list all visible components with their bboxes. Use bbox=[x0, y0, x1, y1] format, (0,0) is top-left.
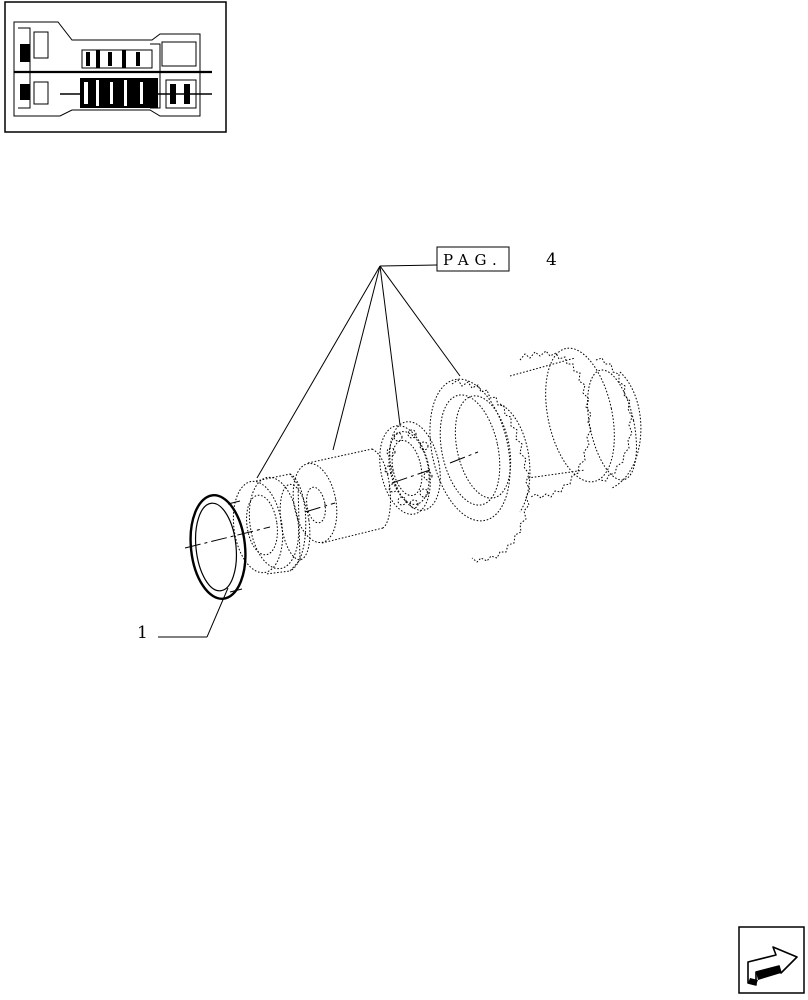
taper-roller-bearing bbox=[232, 473, 311, 575]
center-axis bbox=[184, 451, 479, 549]
transmission-cutaway-thumbnail-icon bbox=[4, 1, 227, 133]
page-reference-number: 4 bbox=[546, 250, 557, 270]
spacer-sleeve bbox=[292, 448, 392, 544]
callout-1-number: 1 bbox=[137, 623, 148, 643]
cluster-gear-rear bbox=[509, 347, 642, 499]
callout-1[interactable]: 1 bbox=[137, 587, 229, 643]
part-1-ring[interactable] bbox=[186, 492, 251, 601]
page-reference-label: PAG. bbox=[443, 251, 503, 269]
ball-bearing bbox=[379, 421, 441, 515]
reference-leader-lines bbox=[256, 264, 461, 479]
next-page-arrow-icon[interactable] bbox=[738, 926, 805, 994]
page-reference[interactable]: PAG. 4 bbox=[436, 246, 557, 272]
gear-wheel-front bbox=[429, 378, 531, 563]
